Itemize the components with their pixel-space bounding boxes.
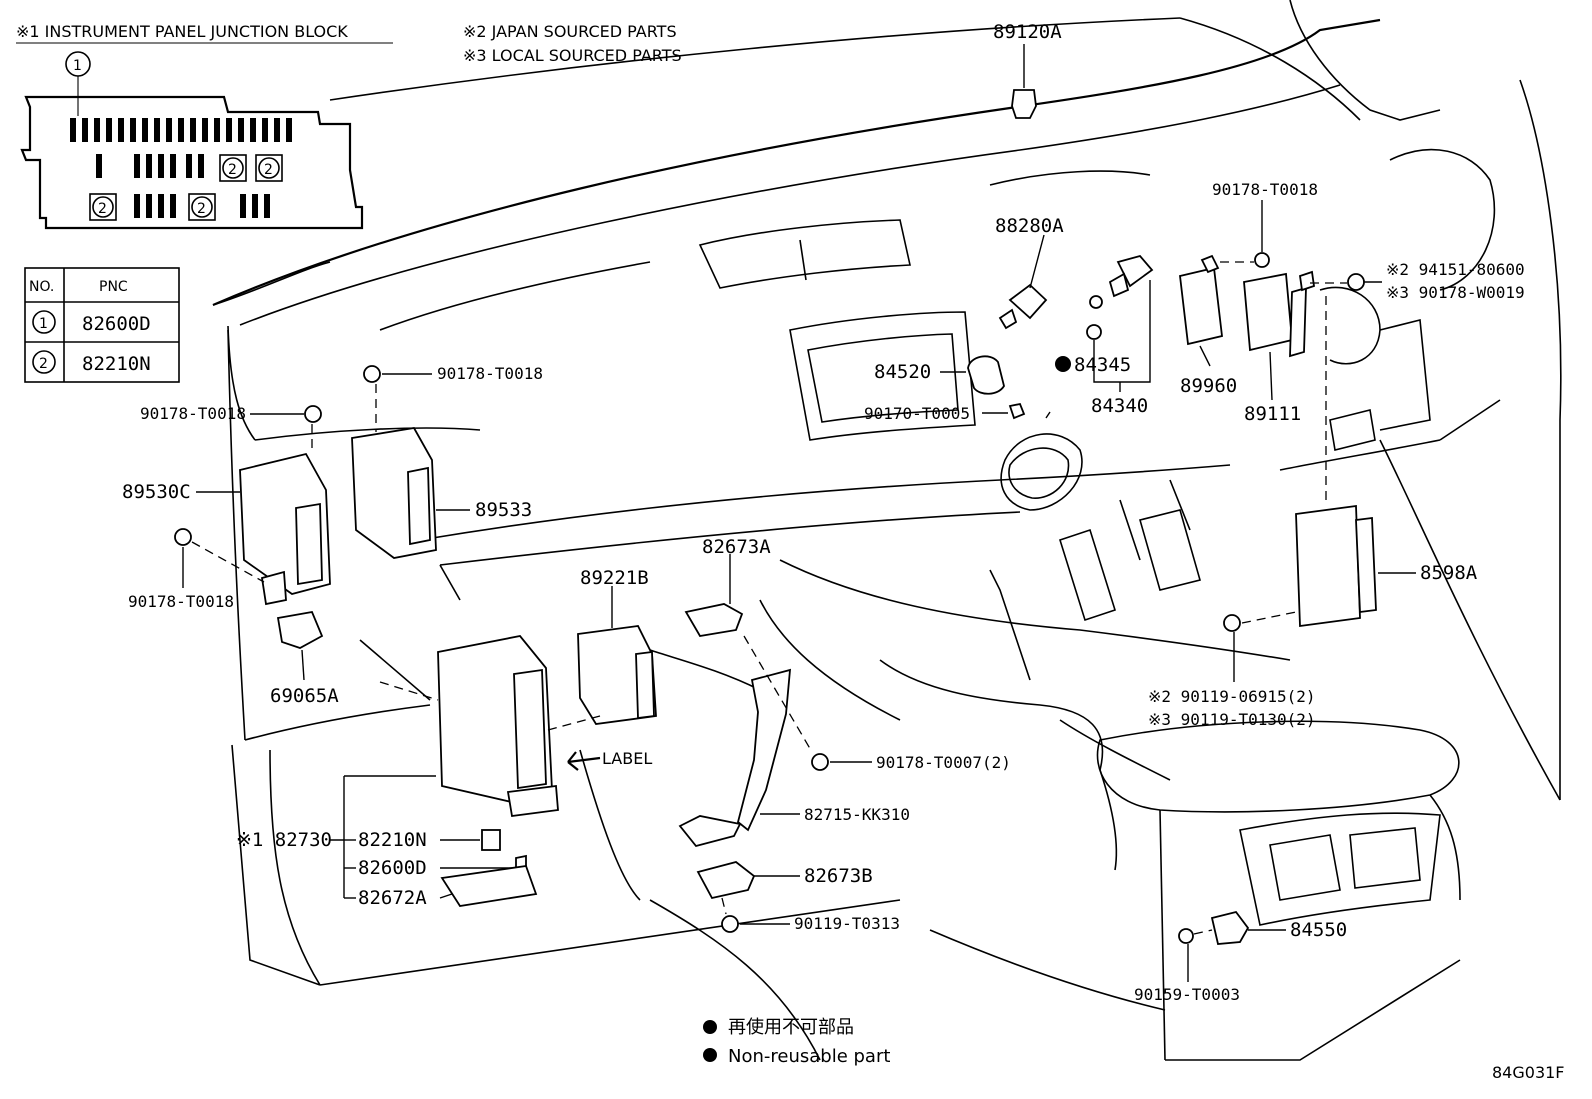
part-90119-t0313: 90119-T0313	[721, 897, 900, 933]
label-82672a: 82672A	[358, 887, 427, 909]
part-82673a: 82673A	[684, 536, 771, 637]
part-82730: LABEL ※1 82730	[236, 635, 652, 898]
part-90178-t0018-right: 90178-T0018	[363, 364, 543, 432]
legend: 再使用不可部品 Non-reusable part	[703, 1017, 890, 1067]
dashboard-outline	[212, 0, 1562, 1061]
label-84520: 84520	[874, 361, 931, 383]
label-90178-w0019: ※3 90178-W0019	[1386, 283, 1525, 302]
label-69065a: 69065A	[270, 685, 339, 707]
label-89530c: 89530C	[122, 481, 191, 503]
label-82715-kk310: 82715-KK310	[804, 805, 910, 824]
label-89960: 89960	[1180, 375, 1237, 397]
note-japan-sourced: ※2 JAPAN SOURCED PARTS	[463, 22, 677, 41]
label-84345: 84345	[1074, 354, 1131, 376]
part-82673b: 82673B	[696, 861, 873, 900]
part-82715-kk310: 82715-KK310	[678, 635, 910, 848]
part-82600d: 82600D	[344, 854, 527, 879]
label-89533: 89533	[475, 499, 532, 521]
part-84345-screw	[1089, 295, 1103, 309]
label-82600d: 82600D	[358, 857, 427, 879]
table-row-pnc: 82600D	[82, 313, 151, 335]
part-84550: 84550	[1210, 910, 1347, 945]
note-junction-block: ※1 INSTRUMENT PANEL JUNCTION BLOCK	[16, 22, 348, 41]
label-84550: 84550	[1290, 919, 1347, 941]
label-82730: ※1 82730	[236, 829, 332, 851]
label-89120a: 89120A	[993, 21, 1062, 43]
part-84345-nut	[1086, 324, 1102, 340]
part-89960: 89960	[1179, 254, 1237, 397]
label-88280a: 88280A	[995, 215, 1064, 237]
legend-text-jp: 再使用不可部品	[728, 1017, 854, 1038]
part-90159-t0003: 90159-T0003	[1134, 928, 1240, 1004]
notes-block: ※1 INSTRUMENT PANEL JUNCTION BLOCK ※2 JA…	[16, 22, 682, 65]
label-8598a: 8598A	[1420, 562, 1478, 584]
part-90178-t0007: 90178-T0007(2)	[811, 753, 1011, 772]
fuse-row-1	[70, 118, 292, 142]
label-90159-t0003: 90159-T0003	[1134, 985, 1240, 1004]
part-90178-t0018-left2: 90178-T0018	[128, 528, 265, 611]
legend-dot-jp	[703, 1020, 717, 1034]
part-84340: 84345 84340	[1045, 254, 1154, 419]
part-89530c: 89530C	[122, 452, 331, 606]
label-90119-t0313: 90119-T0313	[794, 914, 900, 933]
part-90178-t0018-left: 90178-T0018	[140, 404, 322, 452]
label-90178-t0018-top: 90178-T0018	[1212, 180, 1318, 199]
label-82673b: 82673B	[804, 865, 873, 887]
label-90178-t0018-right: 90178-T0018	[437, 364, 543, 383]
part-69065a: 69065A	[270, 610, 339, 707]
marker-fuse-d: 2	[197, 201, 206, 217]
marker-fuse-b: 2	[264, 162, 273, 178]
label-90170-t0005: 90170-T0005	[864, 404, 970, 423]
label-90119-06915: ※2 90119-06915(2)	[1148, 687, 1316, 706]
marker-fuse-a: 2	[228, 162, 237, 178]
label-90178-t0018-left: 90178-T0018	[140, 404, 246, 423]
pnc-table: NO. PNC 1 82600D 2 82210N	[24, 267, 180, 383]
part-8598a: 8598A	[1295, 296, 1478, 628]
diagram-code: 84G031F	[1492, 1063, 1565, 1082]
label-90178-t0007: 90178-T0007(2)	[876, 753, 1011, 772]
part-89120a: 89120A	[993, 21, 1062, 119]
part-89111: 89111	[1243, 270, 1315, 425]
part-82210n: 82210N	[344, 829, 501, 851]
marker-fuse-c: 2	[98, 201, 107, 217]
legend-dot-en	[703, 1048, 717, 1062]
label-89111: 89111	[1244, 403, 1301, 425]
note-local-sourced: ※3 LOCAL SOURCED PARTS	[463, 46, 682, 65]
table-row-no: 1	[39, 316, 48, 332]
label-84340: 84340	[1091, 395, 1148, 417]
label-82210n: 82210N	[358, 829, 427, 851]
legend-text-en: Non-reusable part	[728, 1046, 890, 1067]
part-90178-t0018-top: 90178-T0018	[1212, 180, 1318, 268]
part-90170-t0005: 90170-T0005	[864, 402, 1026, 423]
label-89221b: 89221B	[580, 567, 649, 589]
label-arrow-text: LABEL	[602, 749, 652, 768]
part-82672a: 82672A	[344, 865, 538, 909]
table-row-no: 2	[39, 356, 48, 372]
fuse-row-3	[134, 194, 270, 218]
label-82673a: 82673A	[702, 536, 771, 558]
part-84520: 84520	[874, 355, 1005, 395]
table-header-pnc: PNC	[99, 279, 128, 295]
marker-label-1: 1	[73, 58, 82, 74]
fuse-row-2	[96, 154, 204, 178]
label-90178-t0018-left2: 90178-T0018	[128, 592, 234, 611]
part-89533: 89533	[351, 427, 532, 559]
label-94151-80600: ※2 94151-80600	[1386, 260, 1525, 279]
table-row-pnc: 82210N	[82, 353, 151, 375]
part-88280a: 88280A	[995, 215, 1064, 330]
non-reusable-marker	[1055, 356, 1071, 372]
part-94151-80600: ※2 94151-80600 ※3 90178-W0019	[1310, 260, 1525, 302]
part-89221b: 89221B	[577, 567, 657, 725]
junction-block-sketch: 1 2 2 2	[20, 51, 364, 230]
part-90119-06915: ※2 90119-06915(2) ※3 90119-T0130(2)	[1148, 611, 1316, 729]
table-header-no: NO.	[29, 279, 54, 295]
label-90119-t0130: ※3 90119-T0130(2)	[1148, 710, 1316, 729]
